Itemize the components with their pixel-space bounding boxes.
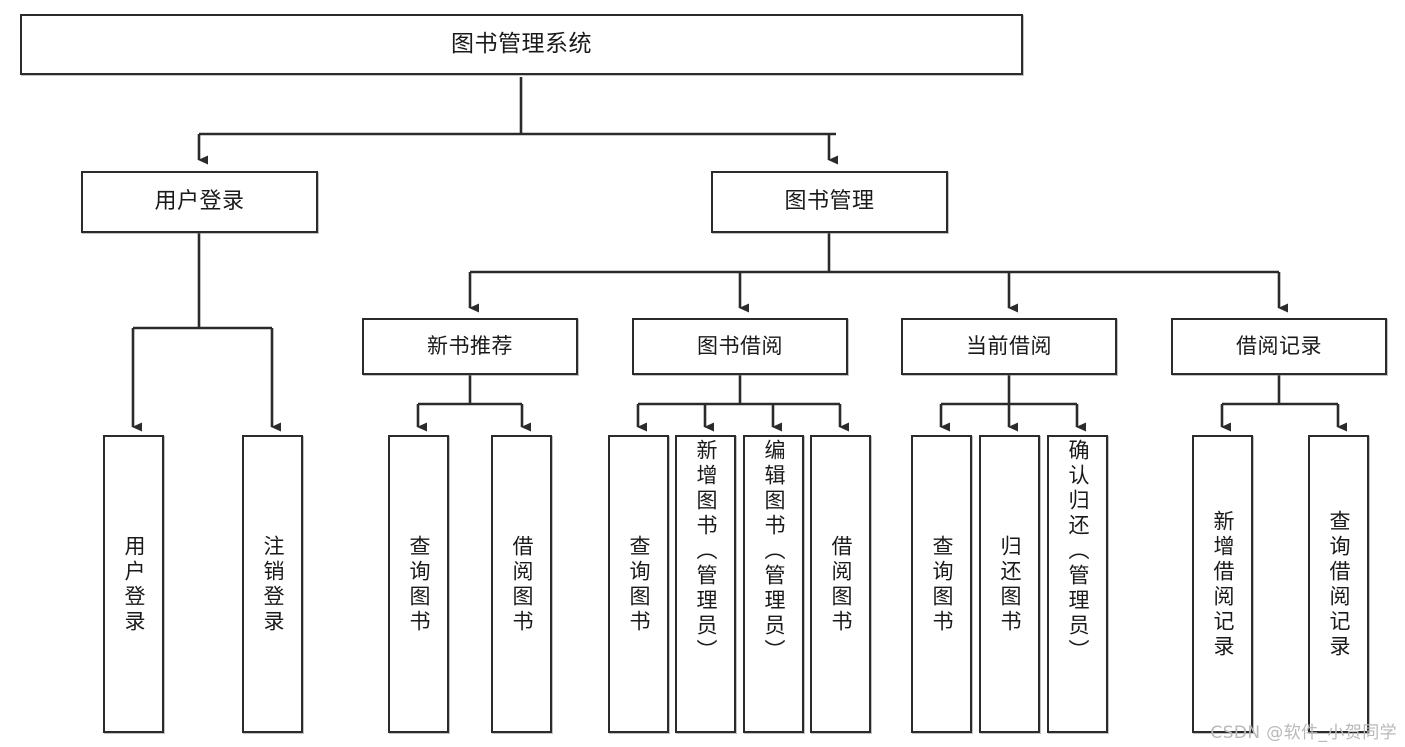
node-label: 用户登录 bbox=[154, 189, 245, 215]
node-leaf-logout[interactable]: 注销登录 bbox=[242, 435, 303, 733]
node-root-system[interactable]: 图书管理系统 bbox=[20, 14, 1023, 75]
node-label: 借阅图书 bbox=[510, 535, 534, 635]
node-label: 新书推荐 bbox=[427, 334, 513, 359]
node-label: 查询图书 bbox=[930, 535, 954, 635]
node-leaf-query-record[interactable]: 查询借阅记录 bbox=[1308, 435, 1369, 733]
node-label: 查询借阅记录 bbox=[1327, 510, 1351, 660]
node-user-login[interactable]: 用户登录 bbox=[81, 171, 318, 233]
node-label: 图书管理系统 bbox=[451, 30, 592, 57]
node-new-book-recommend[interactable]: 新书推荐 bbox=[362, 318, 578, 375]
node-leaf-add-book[interactable]: 新增图书（管理员） bbox=[675, 435, 736, 733]
node-current-borrow[interactable]: 当前借阅 bbox=[901, 318, 1117, 375]
node-label: 当前借阅 bbox=[966, 334, 1052, 359]
node-label: 用户登录 bbox=[122, 535, 146, 635]
node-label: 新增借阅记录 bbox=[1211, 510, 1235, 660]
node-borrow-record[interactable]: 借阅记录 bbox=[1171, 318, 1387, 375]
node-label: 借阅记录 bbox=[1236, 334, 1322, 359]
node-leaf-edit-book[interactable]: 编辑图书（管理员） bbox=[743, 435, 804, 733]
node-leaf-user-login[interactable]: 用户登录 bbox=[103, 435, 164, 733]
node-label: 归还图书 bbox=[998, 535, 1022, 635]
csdn-watermark: CSDN @软件_小贺同学 bbox=[1210, 723, 1397, 743]
node-label: 图书借阅 bbox=[697, 334, 783, 359]
node-book-borrow[interactable]: 图书借阅 bbox=[632, 318, 848, 375]
node-label: 借阅图书 bbox=[829, 535, 853, 635]
node-leaf-query-book-2[interactable]: 查询图书 bbox=[608, 435, 669, 733]
node-label: 查询图书 bbox=[407, 535, 431, 635]
node-leaf-query-book-1[interactable]: 查询图书 bbox=[388, 435, 449, 733]
node-label: 编辑图书（管理员） bbox=[762, 439, 786, 664]
node-leaf-confirm-return[interactable]: 确认归还（管理员） bbox=[1047, 435, 1108, 733]
node-label: 图书管理 bbox=[784, 189, 875, 215]
node-label: 新增图书（管理员） bbox=[694, 439, 718, 664]
node-leaf-return-book[interactable]: 归还图书 bbox=[979, 435, 1040, 733]
node-label: 查询图书 bbox=[627, 535, 651, 635]
node-label: 注销登录 bbox=[261, 535, 285, 635]
node-leaf-borrow-book-1[interactable]: 借阅图书 bbox=[491, 435, 552, 733]
node-label: 确认归还（管理员） bbox=[1066, 439, 1090, 664]
node-leaf-query-book-3[interactable]: 查询图书 bbox=[911, 435, 972, 733]
node-book-manage[interactable]: 图书管理 bbox=[711, 171, 948, 233]
node-leaf-borrow-book-2[interactable]: 借阅图书 bbox=[810, 435, 871, 733]
node-leaf-add-record[interactable]: 新增借阅记录 bbox=[1192, 435, 1253, 733]
